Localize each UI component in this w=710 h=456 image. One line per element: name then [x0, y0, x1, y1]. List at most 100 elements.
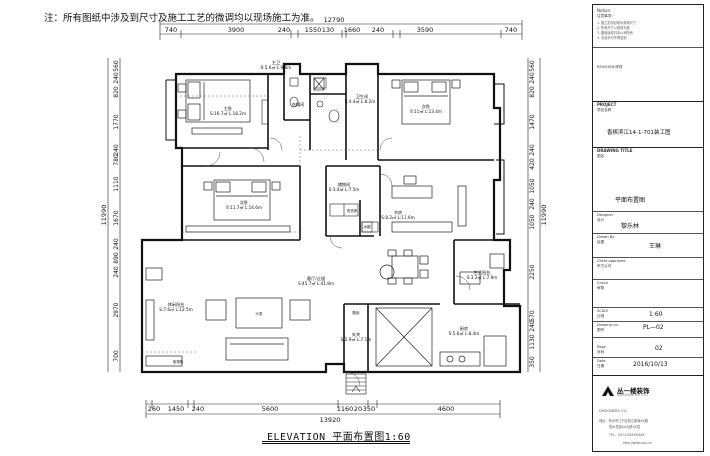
- sec-bed-right: [391, 79, 461, 125]
- room-living-area: S:45.7㎡ L:41.8m: [298, 280, 334, 286]
- living-furniture: [145, 267, 311, 367]
- room-bath-area: S:4.4㎡ L:8.2m: [345, 98, 376, 104]
- designer-label-cn: 设计: [597, 218, 605, 222]
- room-storage: 储物间: [338, 181, 351, 188]
- room-entrance: 玄关: [352, 331, 360, 338]
- title-underline: [262, 443, 410, 444]
- dim-bottom-overall: 13920: [320, 416, 341, 424]
- drawing-title-label-cn: 图名: [597, 154, 605, 158]
- room-balcony: 休闲阳台: [168, 301, 185, 308]
- dim-top-overall: 12790: [324, 16, 345, 24]
- label-tv-cab: 电视柜: [173, 359, 184, 364]
- dim-right-seg: 560: [529, 60, 536, 72]
- dim-right-seg: 240: [529, 144, 536, 156]
- room-sec-bed-1: 次卧: [422, 103, 430, 110]
- floor-plan: 12790 740 3900 240 1550 130 1660 240 359…: [100, 16, 548, 424]
- drawn-label-cn: 绘图: [597, 240, 605, 244]
- dim-bottom-seg: 20: [354, 405, 362, 413]
- page: 02: [655, 345, 663, 352]
- room-labels: 主卧 S:16.7㎡ L:18.2m 主卫 S:5.6㎡ L:9.6m 衣帽间 …: [159, 59, 497, 342]
- project-label: PROJECT: [597, 102, 617, 107]
- room-master-bed-area: S:16.7㎡ L:18.2m: [210, 110, 246, 116]
- bath-fixtures: [261, 77, 340, 125]
- dim-right-seg: 420: [529, 158, 536, 170]
- dims-right-segments: 820 240 560 1470 240 420 1050 240 1050 2…: [529, 60, 536, 368]
- revision-label: REVISION 修改: [597, 65, 623, 69]
- room-living: 客厅/过道: [307, 275, 326, 282]
- dim-right-seg: 350: [529, 356, 536, 368]
- room-master-bath: 主卫: [272, 59, 280, 65]
- dim-bottom-seg: 260: [148, 405, 160, 413]
- dim-left-seg: 560: [113, 60, 120, 72]
- room-sec-bed-1-area: S:11㎡ L:13.4m: [410, 108, 442, 114]
- dim-left-seg: 2970: [113, 302, 120, 317]
- dims-right: [527, 58, 541, 372]
- dashed-lines: [142, 95, 380, 353]
- drawing-no-label: Drawing no.: [597, 323, 619, 327]
- scale: 1:60: [649, 311, 663, 318]
- dim-top-seg: 3590: [417, 26, 434, 34]
- room-kitchen-bal: 生活阳台: [474, 269, 491, 276]
- drawn-label: Drawn By: [597, 235, 615, 239]
- label-sofa: 沙发: [255, 311, 263, 316]
- bay-windows: [165, 79, 505, 235]
- room-kitchen-area: S:5.6㎡ L:8.4m: [449, 330, 480, 336]
- dim-right-seg: 1050: [529, 214, 536, 229]
- notice-line: 3. 图纸版权归本公司所有: [597, 31, 633, 35]
- room-study-area: S:8.2㎡ L:11.6m: [381, 214, 414, 220]
- label-wash: 洗衣房: [347, 208, 358, 213]
- company-en-sub: DESIGNERS CO.: [617, 393, 649, 397]
- room-sec-bed-2: 次卧: [240, 199, 248, 206]
- dim-bottom-seg: 240: [192, 405, 204, 413]
- general-note: 注：所有图纸中涉及到尺寸及施工工艺的微调均以现场施工为准。: [44, 13, 320, 24]
- room-sec-bed-2-area: S:11.7㎡ L:14.6m: [226, 204, 262, 210]
- dim-left-seg: 780: [113, 154, 120, 166]
- drawing-title-label: DRAWING TITLE: [597, 148, 633, 153]
- interior-walls: [176, 74, 520, 372]
- dim-right-seg: 1130: [529, 334, 536, 349]
- kitchen-fixtures: [375, 253, 507, 367]
- room-entrance-area: S:2.9㎡ L:7.1m: [341, 336, 372, 342]
- company-name: 丛一楼装饰: [617, 387, 650, 395]
- dims-top: [159, 20, 523, 40]
- room-study: 书房: [394, 209, 402, 216]
- dims-bottom-segments: 260 1450 240 5600 1160 20 350 4600: [148, 405, 454, 413]
- dim-right-seg: 240: [529, 72, 536, 84]
- shafts: [313, 77, 373, 233]
- dim-top-seg: 240: [372, 26, 384, 34]
- dim-top-seg: 740: [505, 26, 517, 34]
- project-name: 香槟滨江14-1-701装工图: [607, 130, 671, 136]
- dim-top-seg: 3900: [228, 26, 245, 34]
- dim-right-seg: 240: [529, 320, 536, 332]
- address-line: 地址：杭州市江干区钱江新城XX路: [599, 419, 648, 423]
- study-furniture: [391, 175, 467, 233]
- page-label: Page: [597, 345, 606, 349]
- notice-sub: 注意事项：: [597, 14, 615, 18]
- master-bed: [177, 79, 251, 135]
- room-kitchen: 厨房: [460, 325, 468, 332]
- client-label-cn: 甲方认可: [597, 264, 612, 268]
- dim-left-seg: 240: [113, 266, 120, 278]
- notice-line: 2. 所有尺寸以现场为准: [597, 26, 630, 30]
- dims-top-segments: 740 3900 240 1550 130 1660 240 3590 740: [165, 26, 517, 34]
- dim-bottom-seg: 1450: [168, 405, 185, 413]
- date: 2016/10/13: [633, 361, 668, 368]
- entry-stairs: [345, 373, 367, 395]
- dim-left-overall: 11990: [100, 205, 108, 226]
- dim-left-seg: 820: [113, 86, 120, 98]
- scale-label: SCALE: [597, 309, 609, 313]
- dim-right-seg: 570: [529, 310, 536, 322]
- dim-right-seg: 240: [529, 198, 536, 210]
- drawing-no-label-cn: 图号: [597, 328, 605, 332]
- date-label-cn: 日期: [597, 364, 605, 368]
- dining-set: [379, 249, 429, 285]
- room-bath: 卫生间: [356, 93, 369, 100]
- dims-bottom: [145, 400, 501, 418]
- dim-top-seg: 130: [322, 26, 334, 34]
- dim-right-seg: 2250: [529, 264, 536, 279]
- date-label: Date: [597, 359, 606, 363]
- page-label-cn: 页码: [597, 350, 605, 354]
- dim-top-seg: 1550: [305, 26, 322, 34]
- door-swings: [205, 137, 471, 387]
- fixture-labels: 鞋柜 冰箱 沙发 电视柜 洗衣房: [173, 208, 371, 364]
